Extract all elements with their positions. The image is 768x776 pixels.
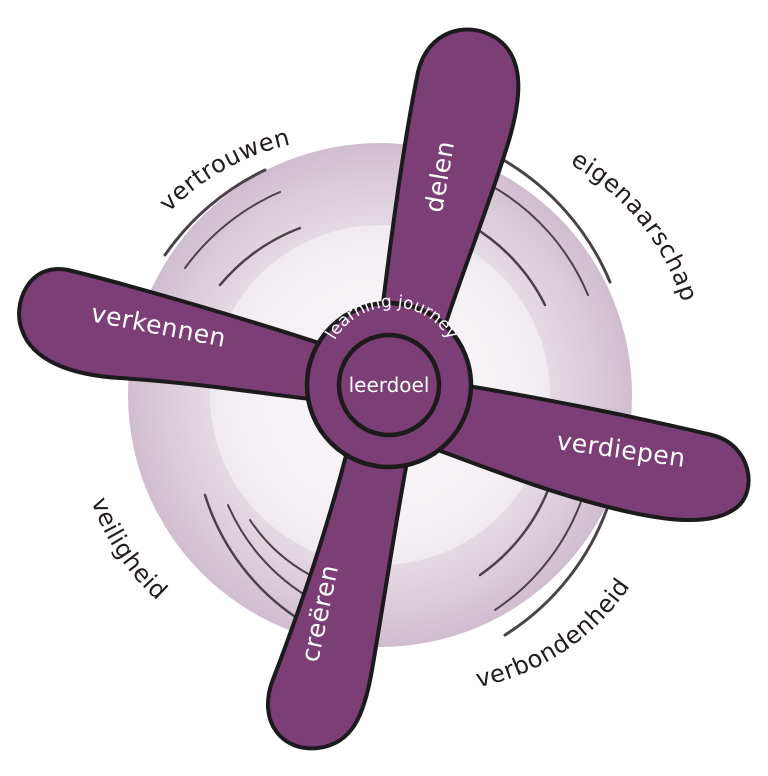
blade-delen [376,27,521,367]
blade-verkennen [17,267,342,404]
hub-inner [336,332,442,438]
blades [17,27,751,751]
blade-creeren [265,438,412,751]
blade-verdiepen [422,378,751,522]
hub-center-label: leerdoel [349,373,430,397]
motion-streaks [163,156,612,637]
